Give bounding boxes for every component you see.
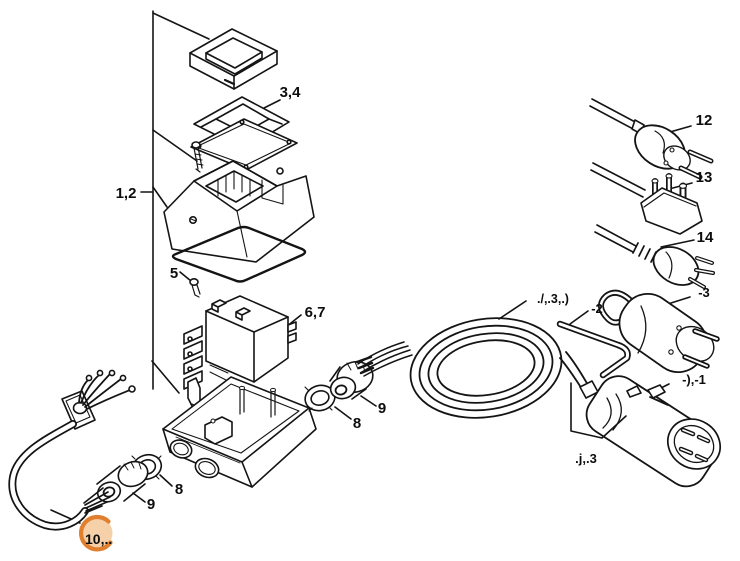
cable-coil: [409, 317, 589, 419]
part-label-9-mid[interactable]: 9: [378, 400, 386, 417]
housing-gasket: [171, 225, 307, 283]
part-label-10-highlighted[interactable]: 10,..: [85, 531, 112, 547]
screw-5: [189, 277, 201, 298]
part-label-6-7[interactable]: 6,7: [305, 304, 326, 321]
top-frame: [189, 28, 278, 90]
plug-14: [594, 224, 715, 289]
wire-harness-left: [8, 369, 136, 531]
part-label-12[interactable]: 12: [696, 112, 713, 129]
main-housing: [163, 160, 315, 263]
screw-upper: [191, 141, 204, 173]
cable-gland-mid: [329, 341, 413, 400]
part-labels: 1,2 3,4 5 6,7 8 9 8 9 10,.. 12 13 14 ./,…: [85, 84, 714, 547]
junction-box: [162, 376, 317, 488]
bent-rod: [556, 320, 631, 379]
part-label-8-left[interactable]: 8: [175, 481, 183, 498]
plug-schuko-handle: [598, 289, 720, 374]
part-label-8-mid[interactable]: 8: [353, 415, 361, 432]
plug-cee: [579, 375, 721, 488]
leader-lines: [50, 10, 695, 524]
part-label-9-left[interactable]: 9: [147, 496, 155, 513]
plug-13: [590, 162, 703, 235]
ring-nut-mid: [304, 384, 336, 412]
part-label-1-2[interactable]: 1,2: [116, 185, 137, 202]
part-label-13[interactable]: 13: [696, 169, 713, 186]
cover-and-gasket: [190, 96, 298, 171]
highlight-circle[interactable]: [79, 514, 113, 552]
part-label-rod-garbled[interactable]: -2: [591, 301, 603, 316]
bracket-callout: [570, 382, 627, 439]
part-label-cee-garbled[interactable]: -),-1: [682, 372, 706, 387]
plug-12: [589, 98, 714, 180]
part-label-schuko-garbled[interactable]: -3: [698, 285, 710, 300]
contactor: [183, 295, 297, 390]
part-label-bracket-garbled[interactable]: .j,.3: [575, 451, 597, 466]
part-label-3-4[interactable]: 3,4: [280, 84, 302, 101]
part-label-coil-garbled[interactable]: ./,.3,.): [537, 292, 569, 306]
cable-gland-left: [96, 460, 149, 503]
part-label-5[interactable]: 5: [170, 265, 178, 282]
part-label-14[interactable]: 14: [697, 229, 714, 246]
